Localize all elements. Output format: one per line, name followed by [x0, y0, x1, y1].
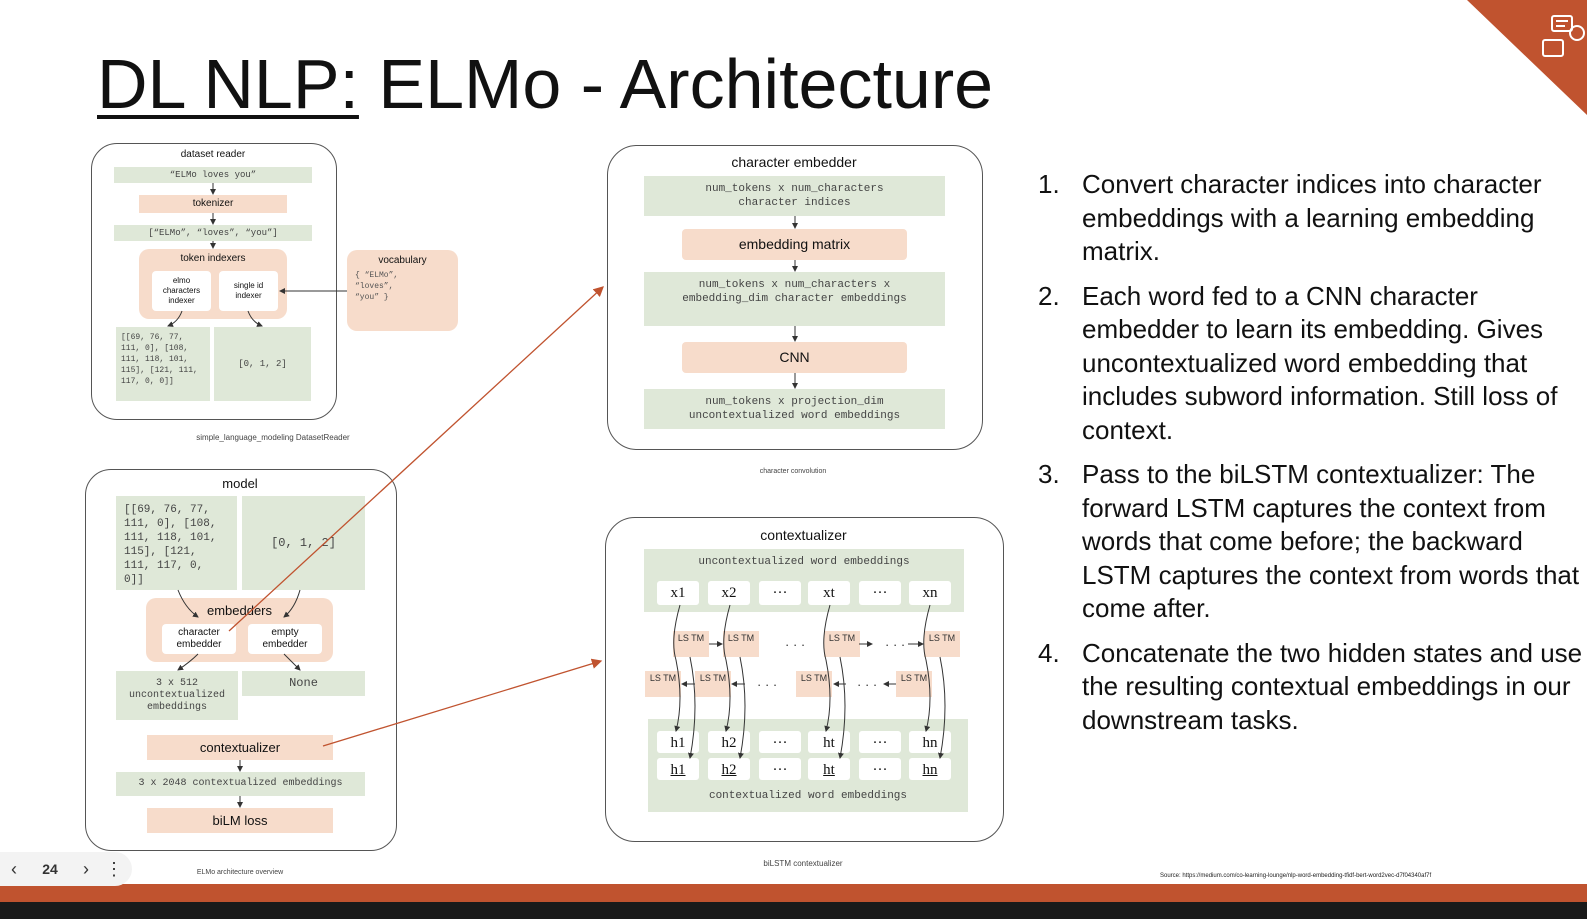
none-node: None	[242, 671, 365, 696]
vocabulary-content: { “ELMo”, “loves”, “you” }	[355, 271, 399, 302]
h-cell-backward: ···	[759, 758, 801, 780]
step-number: 1.	[1038, 169, 1060, 199]
model-single-ids: [0, 1, 2]	[242, 496, 365, 590]
lstm-cell: LS TM	[896, 671, 932, 697]
footer-accent-bar	[0, 884, 1587, 902]
next-slide-button[interactable]: ›	[83, 858, 89, 879]
ctx-output-label: contextualized word embeddings	[708, 790, 908, 802]
corner-decoration	[1467, 0, 1587, 115]
h-cell-backward: h2	[708, 758, 750, 780]
lstm-cell: LS TM	[924, 631, 960, 657]
h-cell: h2	[708, 731, 750, 753]
contextualizer-caption: biLSTM contextualizer	[763, 859, 843, 868]
lstm-cell: LS TM	[673, 631, 709, 657]
dataset-input: “ELMo loves you”	[114, 167, 312, 183]
x-cell: xn	[909, 581, 951, 605]
h-cell: ht	[808, 731, 850, 753]
title-rest: ELMo - Architecture	[358, 45, 994, 123]
x-cell: ···	[759, 581, 801, 605]
bilm-loss-node: biLM loss	[147, 808, 333, 833]
single-indexer: single id indexer	[219, 271, 278, 311]
vocabulary-label: vocabulary	[378, 255, 427, 266]
slide-pager: ‹ 24 › ⋮	[0, 852, 132, 886]
step-text: Convert character indices into character…	[1082, 169, 1542, 266]
char-ids-output: [[69, 76, 77, 111, 0], [108, 111, 118, 1…	[116, 327, 210, 401]
h-cell: hn	[909, 731, 951, 753]
slide-title: DL NLP: ELMo - Architecture	[97, 44, 993, 124]
elmo-indexer: elmo characters indexer	[152, 271, 211, 311]
char-embedder-label: character embedder	[731, 154, 857, 170]
single-ids-output: [0, 1, 2]	[214, 327, 311, 401]
step-item: 4. Concatenate the two hidden states and …	[1038, 637, 1583, 738]
h-cell-backward: ht	[808, 758, 850, 780]
lstm-cell: LS TM	[796, 671, 832, 697]
context-out-node: 3 x 2048 contextualized embeddings	[116, 772, 365, 796]
empty-embedder-node: empty embedder	[248, 624, 322, 654]
char-embeddings-node: num_tokens x num_characters x embedding_…	[644, 272, 945, 326]
step-text: Each word fed to a CNN character embedde…	[1082, 280, 1558, 445]
dataset-reader-caption: simple_language_modeling DatasetReader	[196, 433, 350, 442]
x-cell: x1	[657, 581, 699, 605]
slide-number: 24	[42, 861, 58, 877]
tokenizer-node: tokenizer	[139, 195, 287, 213]
ellipsis: · · ·	[757, 677, 778, 692]
lstm-cell: LS TM	[723, 631, 759, 657]
contextualizer-label: contextualizer	[760, 527, 847, 543]
ellipsis: · · ·	[885, 637, 906, 652]
model-caption: ELMo architecture overview	[196, 869, 284, 876]
embedding-matrix-node: embedding matrix	[682, 229, 907, 260]
step-number: 4.	[1038, 637, 1060, 668]
char-embedder-caption: character convolution	[759, 468, 827, 475]
char-indices-node: num_tokens x num_characters character in…	[644, 176, 945, 216]
x-cell: ···	[859, 581, 901, 605]
steps-list: 1. Convert character indices into charact…	[1038, 168, 1583, 748]
model-char-ids: [[69, 76, 77, 111, 0], [108, 111, 118, 1…	[116, 496, 237, 590]
tokens-node: [“ELMo”, “loves”, “you”]	[114, 225, 312, 241]
x-cell: x2	[708, 581, 750, 605]
word-embeddings-node: num_tokens x projection_dim uncontextual…	[644, 389, 945, 429]
cnn-node: CNN	[682, 342, 907, 373]
token-indexers-label: token indexers	[180, 253, 246, 264]
h-cell-backward: h1	[657, 758, 699, 780]
title-prefix: DL NLP:	[97, 45, 359, 123]
h-cell-backward: ···	[859, 758, 901, 780]
step-number: 3.	[1038, 459, 1060, 489]
h-cell: ···	[859, 731, 901, 753]
previous-slide-button[interactable]: ‹	[11, 858, 17, 879]
footer-bar	[0, 902, 1587, 919]
ellipsis: · · ·	[857, 677, 878, 692]
source-citation: Source: https://medium.com/co-learning-l…	[1160, 873, 1432, 879]
more-options-button[interactable]: ⋮	[105, 858, 123, 879]
contextualizer-node: contextualizer	[147, 735, 333, 760]
x-cell: xt	[808, 581, 850, 605]
lstm-cell: LS TM	[695, 671, 731, 697]
char-embedder-node: character embedder	[162, 624, 236, 654]
step-text: Pass to the biLSTM contextualizer: The f…	[1082, 459, 1580, 623]
lstm-cell: LS TM	[824, 631, 860, 657]
lstm-cell: LS TM	[645, 671, 681, 697]
h-cell-backward: hn	[909, 758, 951, 780]
step-item: 2. Each word fed to a CNN character embed…	[1038, 280, 1583, 448]
step-item: 1. Convert character indices into charact…	[1038, 168, 1583, 269]
step-number: 2.	[1038, 280, 1060, 311]
step-text: Concatenate the two hidden states and us…	[1082, 637, 1583, 735]
dataset-reader-label: dataset reader	[180, 149, 246, 160]
uncontext-node: 3 x 512 uncontextualized embeddings	[116, 671, 238, 720]
ctx-input-label: uncontextualized word embeddings	[698, 556, 910, 568]
feedback-icon	[1542, 15, 1585, 57]
vocabulary-node	[347, 250, 458, 331]
ellipsis: · · ·	[785, 637, 806, 652]
h-cell: h1	[657, 731, 699, 753]
model-label: model	[222, 476, 258, 491]
step-item: 3. Pass to the biLSTM contextualizer: The…	[1038, 458, 1583, 626]
h-cell: ···	[759, 731, 801, 753]
